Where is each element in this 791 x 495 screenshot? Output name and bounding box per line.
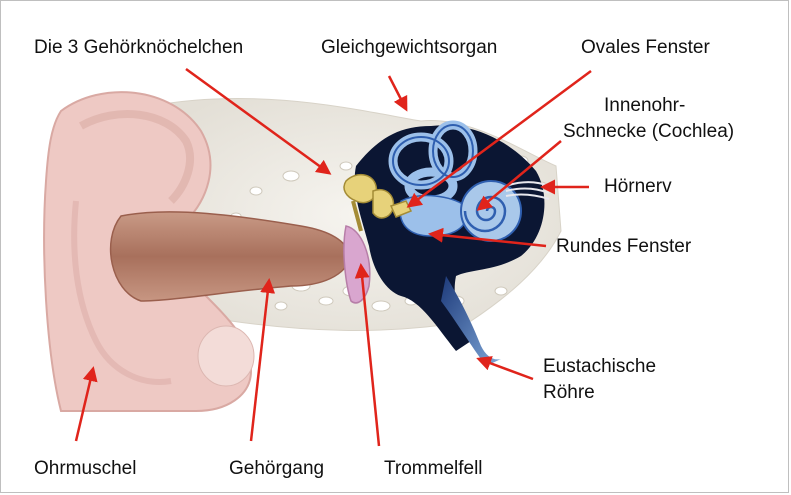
label-cochlea: Innenohr- Schnecke (Cochlea) [563, 95, 734, 143]
label-eustachian-tube: Eustachische Röhre [543, 356, 656, 404]
label-cochlea-line2: Schnecke (Cochlea) [563, 121, 734, 143]
label-eustachian-line2: Röhre [543, 382, 656, 404]
earlobe-highlight [198, 326, 254, 386]
vestibule-body [400, 196, 467, 236]
label-ear-canal: Gehörgang [229, 458, 324, 480]
arrow-vestibular [389, 76, 406, 109]
label-eustachian-line1: Eustachische [543, 356, 656, 378]
label-ossicles: Die 3 Gehörknöchelchen [34, 37, 243, 59]
arrow-eustachian [479, 359, 533, 379]
label-auditory-nerve: Hörnerv [604, 176, 672, 198]
label-eardrum: Trommelfell [384, 458, 483, 480]
label-cochlea-line1: Innenohr- [563, 95, 734, 117]
label-oval-window: Ovales Fenster [581, 37, 710, 59]
label-vestibular-organ: Gleichgewichtsorgan [321, 37, 497, 59]
label-round-window: Rundes Fenster [556, 236, 691, 258]
label-auricle: Ohrmuschel [34, 458, 136, 480]
